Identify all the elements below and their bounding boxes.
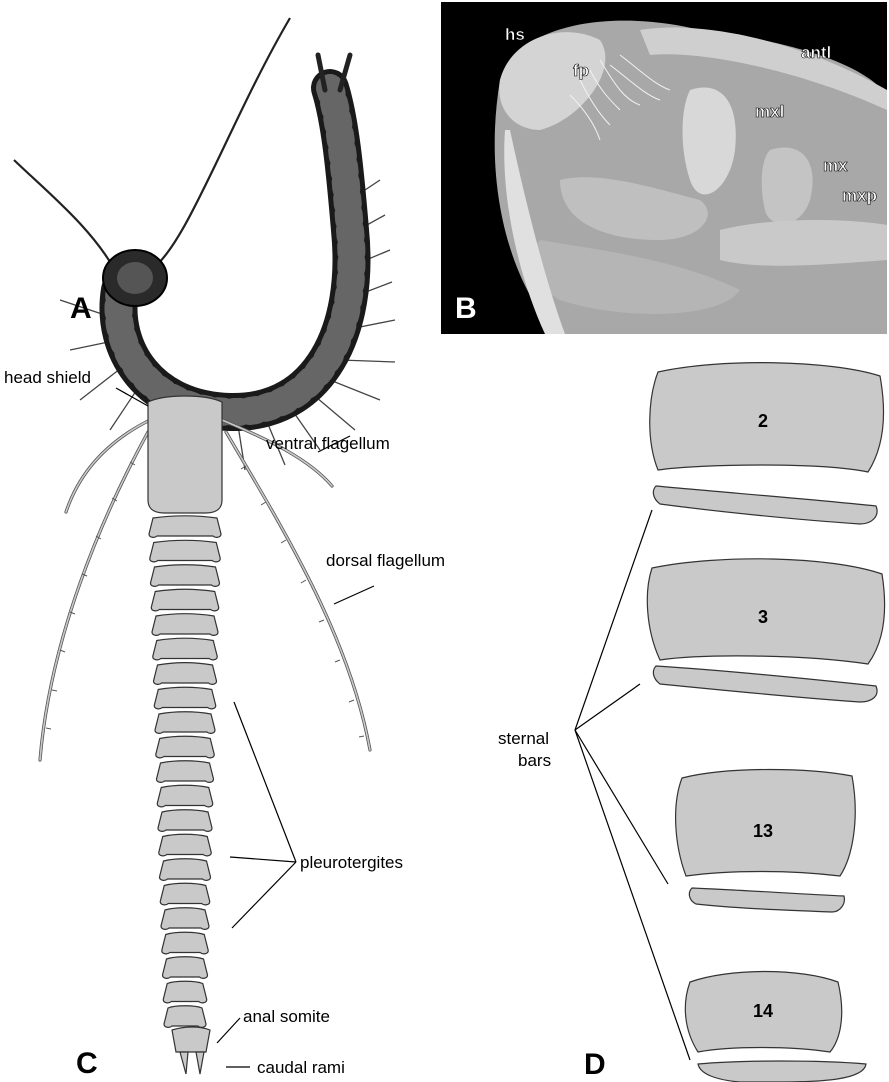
panel-c-diagram	[40, 396, 370, 1074]
caudal-ramus-right	[196, 1052, 204, 1074]
pleurotergite	[163, 957, 208, 979]
sternal-bar-14	[698, 1061, 866, 1082]
label-head-shield: head shield	[4, 368, 91, 387]
pleurotergite	[163, 981, 207, 1003]
sternite-number-2: 2	[758, 411, 768, 431]
pleurotergite	[159, 834, 212, 856]
sternal-bar-13	[689, 888, 844, 912]
label-mxp: mxp	[842, 186, 877, 205]
pleurotergite-series	[149, 516, 221, 1028]
pleurotergite	[154, 687, 216, 709]
pleurotergite	[154, 663, 217, 685]
pleurotergite	[151, 589, 219, 611]
sternal-bar-2	[653, 486, 877, 524]
label-anal-somite: anal somite	[243, 1007, 330, 1026]
pleurotergite	[153, 638, 218, 660]
pleurotergite	[156, 736, 215, 758]
sternite-number-3: 3	[758, 607, 768, 627]
caudal-ramus-left	[180, 1052, 188, 1074]
panel-b-label: B	[455, 292, 477, 325]
pleurotergite	[158, 810, 212, 832]
pleurotergite	[157, 785, 213, 807]
label-pleurotergites: pleurotergites	[300, 853, 403, 872]
ventral-flagellum-left	[66, 420, 150, 512]
label-hs: hs	[505, 25, 525, 44]
sternal-bar-3	[653, 666, 877, 702]
label-fp: fp	[573, 61, 589, 80]
panel-a-label: A	[70, 292, 92, 325]
pleurotergite	[162, 932, 209, 954]
pleurotergite	[152, 614, 218, 636]
pleurotergite	[161, 908, 209, 930]
pleurotergite	[150, 540, 221, 562]
label-sternal: sternal	[498, 729, 549, 748]
pleurotergite	[149, 516, 221, 538]
pleurotergite	[151, 565, 220, 587]
label-bars: bars	[518, 751, 551, 770]
label-ventral-flagellum: ventral flagellum	[266, 434, 390, 453]
sternite-number-13: 13	[753, 821, 773, 841]
panel-d-label: D	[584, 1048, 606, 1081]
pleurotergite	[160, 859, 211, 881]
label-mx: mx	[823, 156, 848, 175]
dorsal-flagellum-left	[40, 432, 148, 760]
label-mxl: mxl	[755, 102, 784, 121]
panel-d-diagram	[647, 363, 884, 1082]
pleurotergite	[157, 761, 214, 783]
pleurotergite	[160, 883, 210, 905]
pleurotergite	[155, 712, 215, 734]
panel-c-label: C	[76, 1047, 98, 1080]
label-caudal-rami: caudal rami	[257, 1058, 345, 1077]
pleurotergite	[164, 1006, 206, 1028]
label-antl: antl	[801, 43, 831, 62]
sternite-number-14: 14	[753, 1001, 773, 1021]
head-shield	[148, 396, 222, 513]
dorsal-flagellum-right	[226, 432, 370, 750]
anal-somite	[172, 1027, 210, 1052]
label-dorsal-flagellum: dorsal flagellum	[326, 551, 445, 570]
